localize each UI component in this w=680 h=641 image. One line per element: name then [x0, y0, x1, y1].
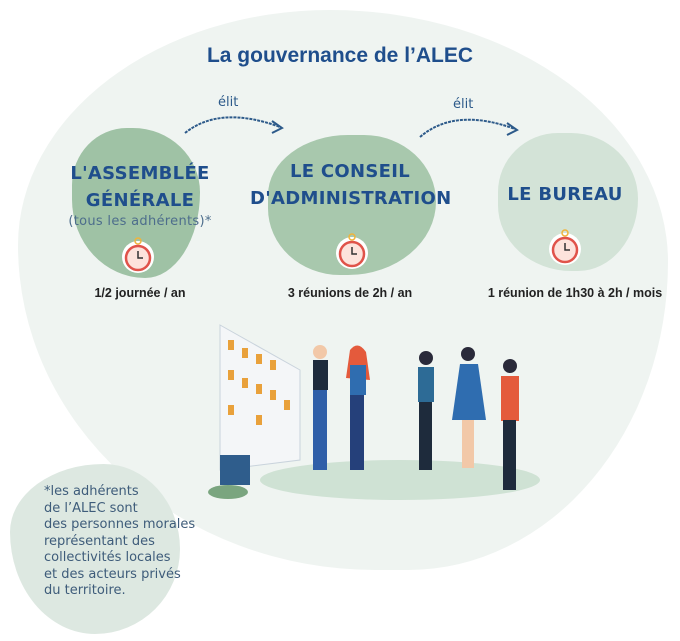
frequency-conseil: 3 réunions de 2h / an [287, 286, 413, 300]
bureau: LE BUREAU [490, 181, 640, 208]
org-name-line: LE BUREAU [507, 184, 623, 205]
arrow-label: élit [453, 97, 474, 112]
footnote-line: de l’ALEC sont [44, 500, 138, 516]
page-title: La gouvernance de l’ALEC [206, 44, 474, 67]
stopwatch-icon [336, 233, 368, 269]
arrow-elit-2 [419, 118, 519, 138]
arrow-elit-1 [184, 116, 284, 134]
frequency-bureau: 1 réunion de 1h30 à 2h / mois [487, 286, 663, 300]
org-name-line: LE CONSEIL [289, 161, 411, 182]
frequency-assemblee: 1/2 journée / an [94, 286, 186, 300]
org-name-line: GÉNÉRALE [85, 190, 195, 211]
footnote-line: représentant des [44, 533, 155, 549]
assemblee-generale: L'ASSEMBLÉE GÉNÉRALE (tous les adhérents… [60, 160, 220, 230]
stopwatch-icon [122, 237, 154, 273]
org-name-line: D'ADMINISTRATION [250, 188, 452, 209]
footnote-line: du territoire. [44, 583, 126, 598]
org-name-line: L'ASSEMBLÉE [70, 163, 210, 184]
footnote-blob [10, 464, 180, 634]
footnote-line: *les adhérents [44, 484, 139, 499]
footnote-line: des personnes morales [44, 517, 196, 532]
conseil-administration: LE CONSEIL D'ADMINISTRATION [250, 158, 452, 212]
footnote: *les adhérents de l’ALEC sont des person… [44, 484, 214, 600]
stopwatch-icon [549, 229, 581, 265]
footnote-line: collectivités locales [44, 550, 171, 565]
org-subtitle: (tous les adhérents)* [68, 214, 212, 229]
people-building-illustration [208, 324, 540, 500]
footnote-line: et des acteurs privés [44, 566, 181, 582]
arrow-label: élit [218, 95, 239, 110]
